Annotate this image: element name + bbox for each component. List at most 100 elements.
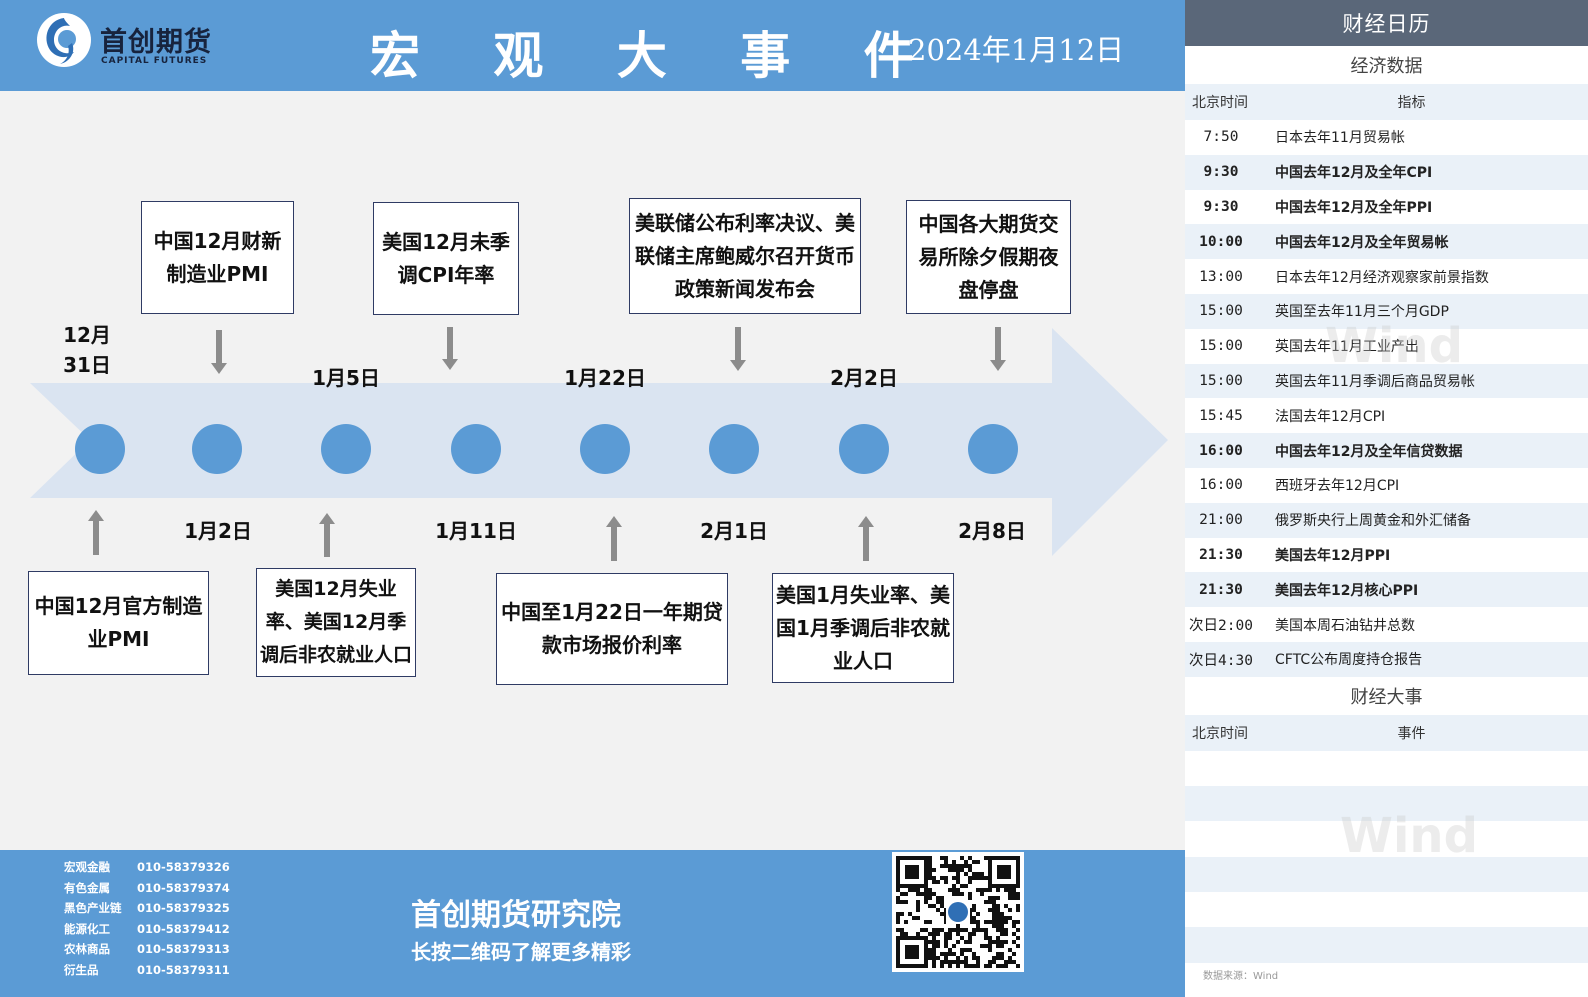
contact-phone: 010-58379374 [137, 880, 230, 895]
econ-row: 21:30 美国去年12月PPI [1185, 538, 1588, 573]
row-time: 21:00 [1199, 512, 1243, 529]
event-text: 中国12月财新制造业PMI [153, 228, 282, 286]
event-text: 美国1月失业率、美国1月季调后非农就业人口 [776, 582, 950, 673]
timeline-dot [709, 424, 759, 474]
row-desc: 日本去年11月贸易帐 [1275, 130, 1405, 147]
row-desc: 英国去年11月季调后商品贸易帐 [1275, 373, 1475, 390]
event-row [1185, 892, 1588, 927]
contact-dept: 黑色产业链 [64, 901, 122, 916]
row-desc: 美国本周石油钻井总数 [1275, 617, 1415, 634]
arrow-up-icon [606, 516, 622, 561]
wind-watermark: Wind [1325, 318, 1463, 374]
row-time: 15:00 [1199, 303, 1243, 320]
event-text: 美国12月失业率、美国12月季调后非农就业人口 [259, 578, 412, 666]
qr-code-icon[interactable] [892, 852, 1024, 972]
econ-row: 9:30 中国去年12月及全年PPI [1185, 190, 1588, 225]
date-label-feb1: 2月1日 [700, 519, 768, 543]
finance-calendar-panel: 财经日历 经济数据 北京时间 指标 7:50 日本去年11月贸易帐 9:30 中国去年… [1185, 0, 1588, 997]
event-text: 中国12月官方制造业PMI [34, 594, 203, 651]
econ-row: 15:00 英国去年11月工业产出 [1185, 329, 1588, 364]
events-table-body [1185, 751, 1588, 963]
row-time: 7:50 [1203, 129, 1239, 146]
timeline-dot [839, 424, 889, 474]
events-title: 财经大事 [1185, 676, 1588, 715]
row-time: 13:00 [1199, 268, 1243, 285]
row-time: 10:00 [1199, 233, 1243, 250]
row-desc: 英国去年11月工业产出 [1275, 339, 1419, 356]
row-desc: CFTC公布周度持仓报告 [1275, 652, 1423, 669]
timeline-graphic [30, 327, 1168, 561]
econ-row: 13:00 日本去年12月经济观察家前景指数 [1185, 259, 1588, 294]
econ-table-body: 7:50 日本去年11月贸易帐 9:30 中国去年12月及全年CPI 9:30 中国去年1… [1185, 120, 1588, 677]
row-time: 9:30 [1203, 164, 1239, 181]
econ-row: 10:00 中国去年12月及全年贸易帐 [1185, 224, 1588, 260]
date-label-feb8: 2月8日 [958, 519, 1026, 543]
event-text: 美国12月未季调CPI年率 [382, 229, 510, 287]
contact-row: 衍生品 010-58379311 [64, 962, 230, 978]
arrow-down-icon [211, 330, 227, 374]
contact-dept: 能源化工 [64, 921, 110, 936]
econ-row: 9:30 中国去年12月及全年CPI [1185, 154, 1588, 190]
row-desc: 日本去年12月经济观察家前景指数 [1275, 269, 1489, 286]
timeline-dot [321, 424, 371, 474]
timeline-dot [75, 424, 125, 474]
arrow-up-icon [858, 516, 874, 561]
logo-english-name: CAPITAL FUTURES [101, 56, 208, 66]
row-desc: 中国去年12月及全年贸易帐 [1275, 234, 1449, 251]
row-time: 15:00 [1199, 338, 1243, 355]
date-label-jan5: 1月5日 [312, 366, 380, 390]
event-box-china-lpr: 中国至1月22日一年期贷款市场报价利率 [496, 573, 728, 685]
row-desc: 中国去年12月及全年信贷数据 [1275, 443, 1463, 460]
col-time-header: 北京时间 [1192, 95, 1248, 111]
wind-watermark: Wind [1340, 808, 1478, 864]
events-table-header: 北京时间 事件 [1185, 714, 1588, 751]
econ-row: 21:30 美国去年12月核心PPI [1185, 572, 1588, 608]
calendar-title: 财经日历 [1185, 0, 1588, 46]
arrow-up-icon [88, 510, 104, 555]
contact-row: 宏观金融 010-58379326 [64, 859, 230, 875]
event-row [1185, 751, 1588, 786]
qr-slogan: 长按二维码了解更多精彩 [411, 940, 631, 964]
row-desc: 美国去年12月核心PPI [1275, 582, 1419, 599]
col-indicator-header: 指标 [1397, 95, 1426, 111]
row-time: 次日4:30 [1189, 652, 1253, 669]
row-time: 21:30 [1199, 581, 1243, 598]
contact-phone: 010-58379311 [137, 963, 230, 977]
event-box-fed-decision: 美联储公布利率决议、美联储主席鲍威尔召开货币政策新闻发布会 [629, 198, 861, 314]
col-event-header: 事件 [1397, 725, 1426, 742]
contact-phone: 010-58379313 [137, 942, 230, 957]
contact-dept: 衍生品 [64, 963, 99, 977]
event-text: 中国各大期货交易所除夕假期夜盘停盘 [918, 211, 1059, 302]
timeline-dot [451, 424, 501, 474]
arrow-down-icon [990, 327, 1006, 371]
row-time: 16:00 [1199, 477, 1243, 494]
arrow-up-icon [319, 513, 335, 557]
econ-row: 21:00 俄罗斯央行上周黄金和外汇储备 [1185, 502, 1588, 538]
row-desc: 美国去年12月PPI [1275, 547, 1391, 564]
contact-dept: 宏观金融 [64, 860, 110, 874]
row-desc: 中国去年12月及全年CPI [1275, 165, 1433, 182]
event-text: 美联储公布利率决议、美联储主席鲍威尔召开货币政策新闻发布会 [635, 210, 855, 301]
event-box-us-jan-jobs: 美国1月失业率、美国1月季调后非农就业人口 [772, 573, 954, 683]
row-time: 15:45 [1199, 407, 1243, 424]
timeline-dot [580, 424, 630, 474]
logo-chinese-name: 首创期货 [100, 27, 212, 58]
row-time: 9:30 [1203, 198, 1239, 215]
date-label-jan11: 1月11日 [435, 519, 517, 543]
row-desc: 俄罗斯央行上周黄金和外汇储备 [1275, 513, 1471, 530]
econ-data-title: 经济数据 [1185, 46, 1588, 84]
contact-phone: 010-58379326 [137, 860, 230, 874]
row-time: 21:30 [1199, 546, 1243, 563]
row-desc: 中国去年12月及全年PPI [1275, 199, 1433, 216]
econ-row: 次日4:30 CFTC公布周度持仓报告 [1185, 641, 1588, 677]
date-label-jan2: 1月2日 [184, 519, 252, 543]
